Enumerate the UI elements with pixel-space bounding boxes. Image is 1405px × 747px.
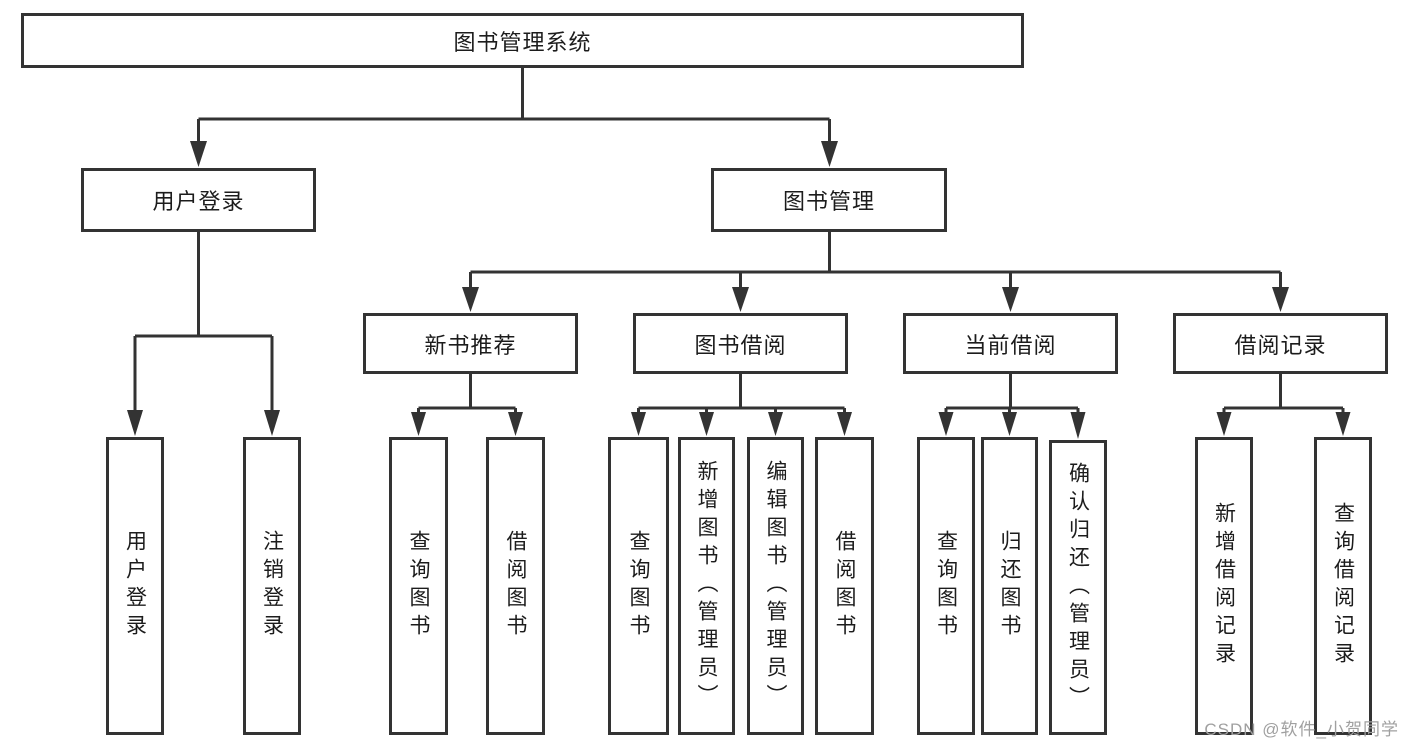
leaf-query-books-current: 查询图书: [917, 437, 975, 735]
leaf-user-login: 用户登录: [106, 437, 164, 735]
node-borrow-records: 借阅记录: [1173, 313, 1388, 374]
leaf-query-borrow-record: 查询借阅记录: [1314, 437, 1372, 735]
node-label: 用户登录: [152, 189, 245, 214]
leaf-label: 注销登录: [260, 530, 284, 642]
leaf-query-books-borrowing: 查询图书: [608, 437, 669, 735]
leaf-label: 归还图书: [998, 530, 1021, 642]
node-label: 当前借阅: [964, 332, 1057, 358]
leaf-label: 借阅图书: [504, 530, 527, 642]
leaf-label: 查询借阅记录: [1331, 502, 1355, 670]
leaf-label: 查询图书: [627, 530, 650, 642]
connector-current-borrow-children: [938, 374, 1086, 439]
leaf-add-borrow-record: 新增借阅记录: [1195, 437, 1253, 735]
leaf-query-books-newbooks: 查询图书: [389, 437, 448, 735]
leaf-confirm-return-admin: 确认归还（管理员）: [1049, 440, 1107, 735]
node-book-borrowing: 图书借阅: [633, 313, 848, 374]
leaf-edit-books-admin: 编辑图书（管理员）: [747, 437, 804, 735]
leaf-label: 新增借阅记录: [1212, 502, 1236, 670]
node-label: 借阅记录: [1234, 332, 1327, 358]
leaf-label: 用户登录: [123, 530, 147, 642]
leaf-logout-login: 注销登录: [243, 437, 301, 735]
leaf-label: 借阅图书: [833, 530, 856, 642]
leaf-label: 查询图书: [934, 530, 958, 642]
connector-book-borrow-children: [631, 374, 852, 436]
leaf-borrow-books-borrowing: 借阅图书: [815, 437, 874, 735]
node-label: 图书管理: [782, 189, 875, 214]
node-user-login: 用户登录: [81, 168, 316, 232]
node-library-system: 图书管理系统: [21, 13, 1024, 68]
node-current-borrowing: 当前借阅: [903, 313, 1118, 374]
node-label: 新书推荐: [424, 332, 517, 358]
leaf-add-books-admin: 新增图书（管理员）: [678, 437, 735, 735]
node-label: 图书借阅: [694, 332, 787, 358]
node-new-book-recommend: 新书推荐: [363, 313, 578, 374]
node-book-management: 图书管理: [711, 168, 947, 232]
leaf-label: 查询图书: [407, 530, 430, 642]
connector-book-mgmt-to-level3: [462, 232, 1289, 312]
connector-new-books-children: [411, 374, 523, 436]
leaf-return-books: 归还图书: [981, 437, 1038, 735]
node-label: 图书管理系统: [453, 29, 592, 55]
connector-root-to-level2: [190, 68, 838, 167]
leaf-label: 确认归还（管理员）: [1066, 461, 1090, 714]
connector-user-login-children: [127, 232, 280, 436]
leaf-borrow-books-newbooks: 借阅图书: [486, 437, 545, 735]
csdn-watermark: CSDN @软件_小贺同学: [1204, 720, 1399, 739]
connector-borrow-records-children: [1216, 374, 1351, 436]
leaf-label: 编辑图书（管理员）: [764, 460, 787, 712]
leaf-label: 新增图书（管理员）: [695, 460, 718, 712]
